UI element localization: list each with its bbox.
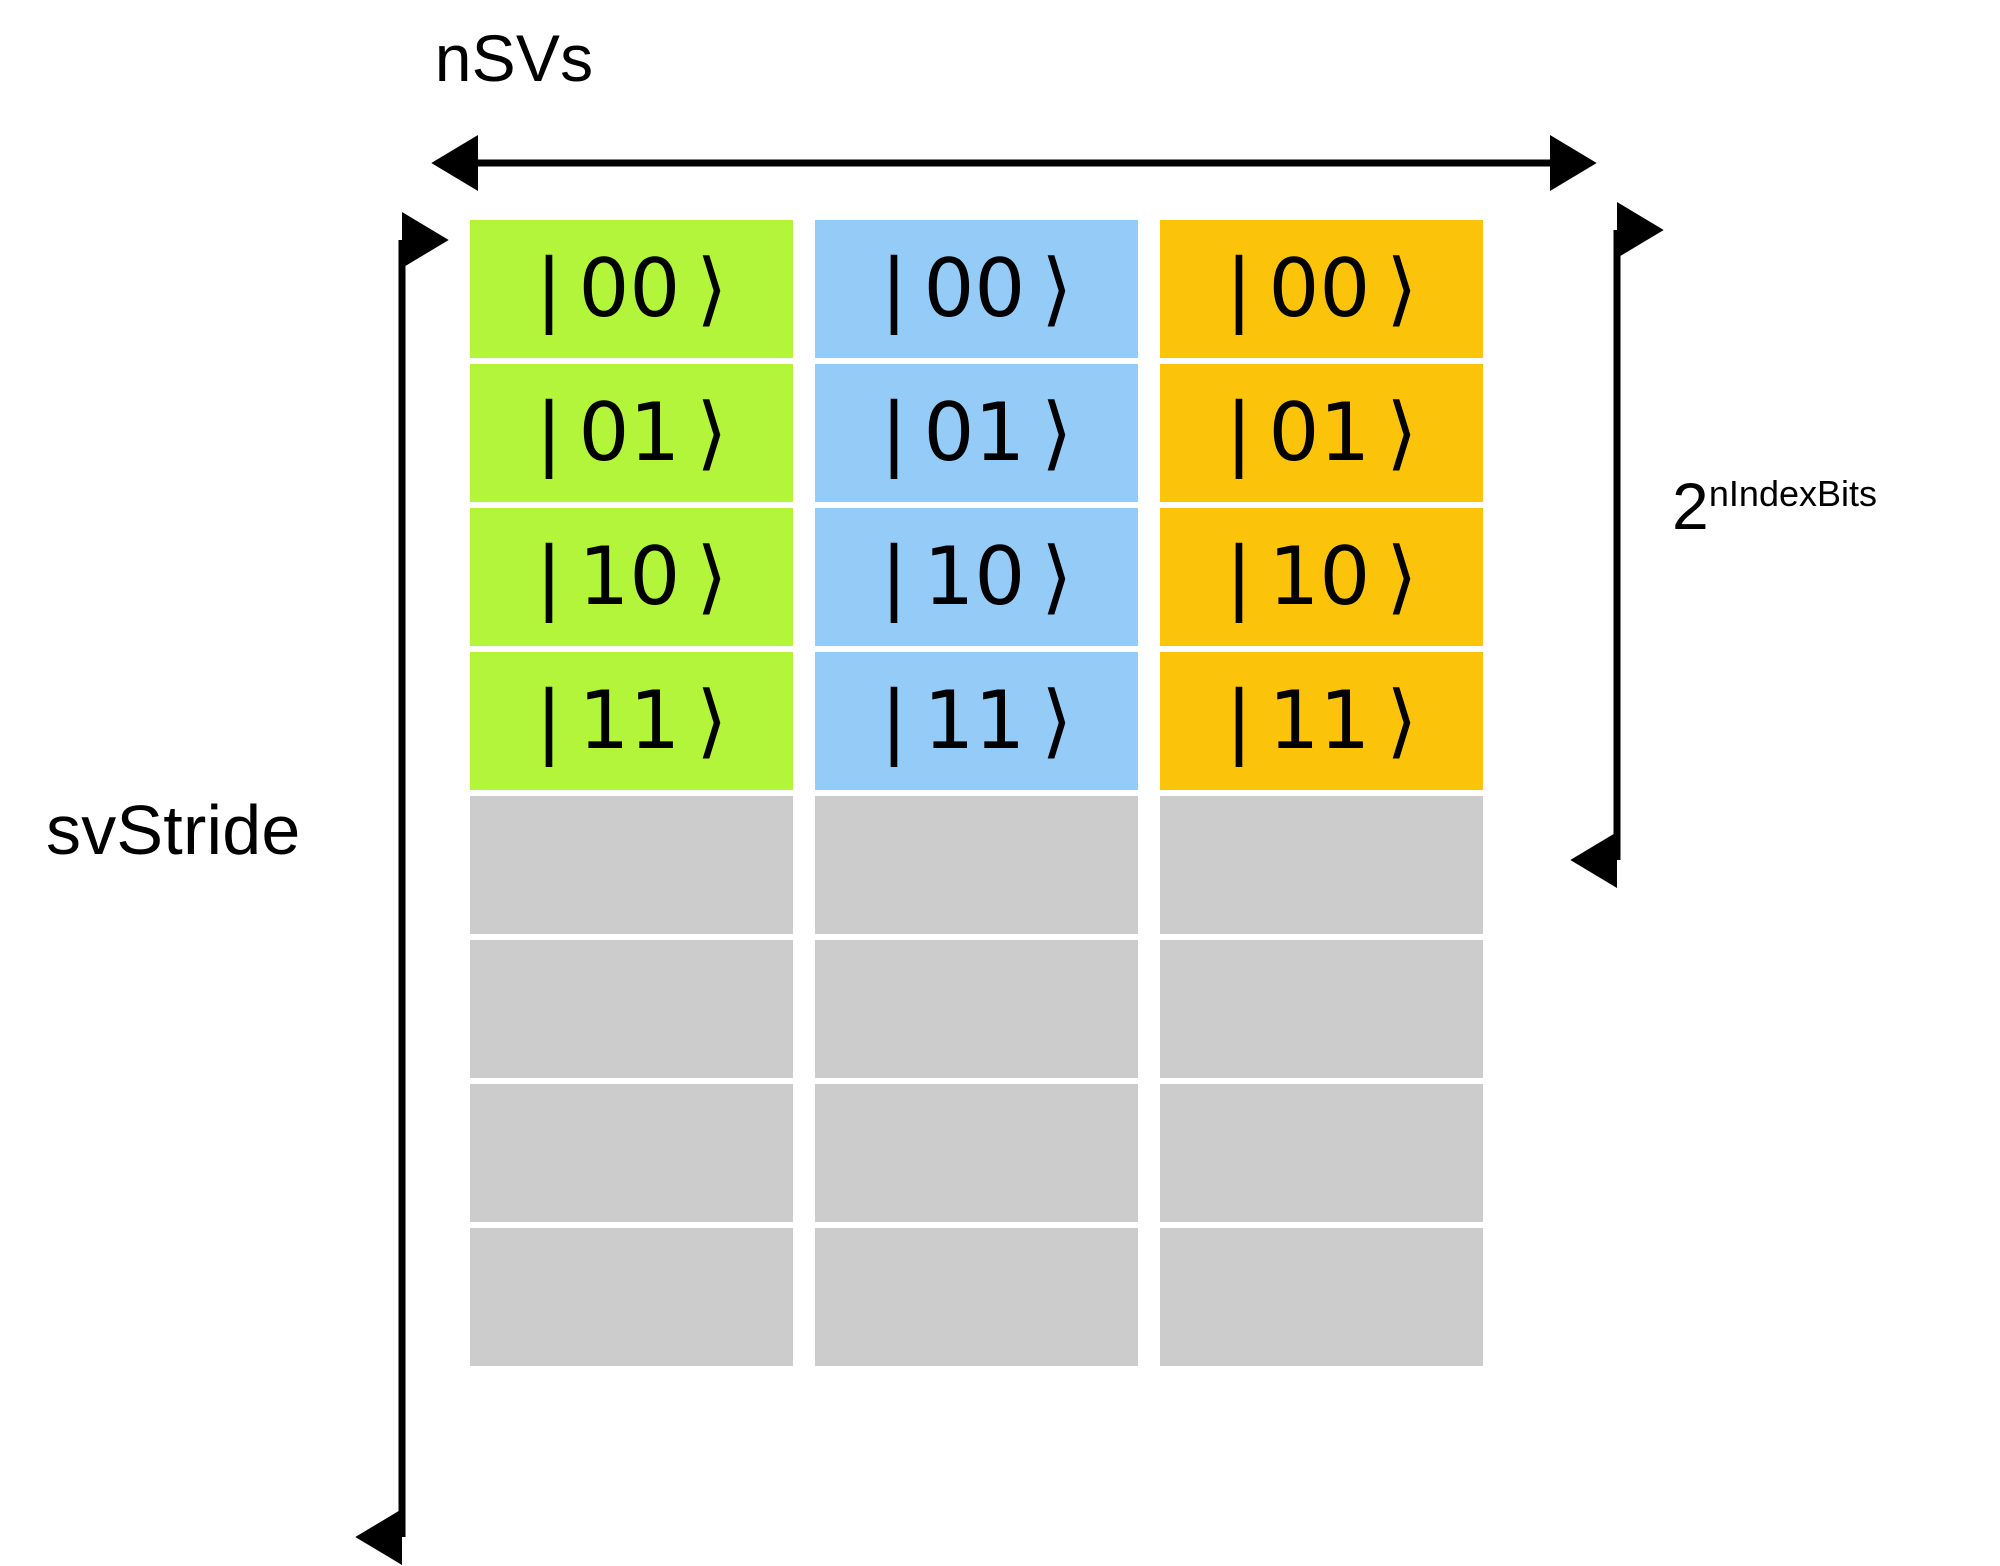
nsvs-label: nSVs [0, 20, 2000, 96]
ket-label: | 01 ⟩ [1225, 386, 1418, 479]
index-bits-base: 2 [1672, 469, 1709, 543]
padding-cell-2-6 [1160, 1084, 1483, 1222]
ket-label: | 10 ⟩ [535, 530, 728, 623]
index-bits-exponent: nIndexBits [1708, 473, 1878, 514]
sv-cell-1-00: | 00 ⟩ [815, 220, 1138, 358]
sv-cell-0-11: | 11 ⟩ [470, 652, 793, 790]
ket-label: | 00 ⟩ [880, 242, 1073, 335]
sv-cell-0-10: | 10 ⟩ [470, 508, 793, 646]
padding-cell-1-7 [815, 1228, 1138, 1366]
sv-cell-1-10: | 10 ⟩ [815, 508, 1138, 646]
padding-cell-0-5 [470, 940, 793, 1078]
ket-label: | 10 ⟩ [1225, 530, 1418, 623]
sv-cell-0-01: | 01 ⟩ [470, 364, 793, 502]
ket-label: | 10 ⟩ [880, 530, 1073, 623]
index-bits-label: 2nIndexBits [1672, 468, 1877, 544]
padding-cell-0-7 [470, 1228, 793, 1366]
padding-cell-1-4 [815, 796, 1138, 934]
ket-label: | 11 ⟩ [1225, 674, 1418, 767]
padding-cell-0-4 [470, 796, 793, 934]
svstride-label: svStride [46, 791, 301, 869]
padding-cell-2-7 [1160, 1228, 1483, 1366]
padding-cell-1-5 [815, 940, 1138, 1078]
padding-cell-2-4 [1160, 796, 1483, 934]
sv-cell-2-11: | 11 ⟩ [1160, 652, 1483, 790]
ket-label: | 01 ⟩ [880, 386, 1073, 479]
ket-label: | 00 ⟩ [535, 242, 728, 335]
sv-cell-2-10: | 10 ⟩ [1160, 508, 1483, 646]
padding-cell-2-5 [1160, 940, 1483, 1078]
ket-label: | 00 ⟩ [1225, 242, 1418, 335]
sv-cell-1-11: | 11 ⟩ [815, 652, 1138, 790]
sv-cell-2-01: | 01 ⟩ [1160, 364, 1483, 502]
padding-cell-1-6 [815, 1084, 1138, 1222]
padding-cell-0-6 [470, 1084, 793, 1222]
ket-label: | 01 ⟩ [535, 386, 728, 479]
sv-cell-0-00: | 00 ⟩ [470, 220, 793, 358]
sv-cell-2-00: | 00 ⟩ [1160, 220, 1483, 358]
nsvs-label-text: nSVs [434, 21, 594, 95]
sv-cell-1-01: | 01 ⟩ [815, 364, 1138, 502]
ket-label: | 11 ⟩ [880, 674, 1073, 767]
ket-label: | 11 ⟩ [535, 674, 728, 767]
